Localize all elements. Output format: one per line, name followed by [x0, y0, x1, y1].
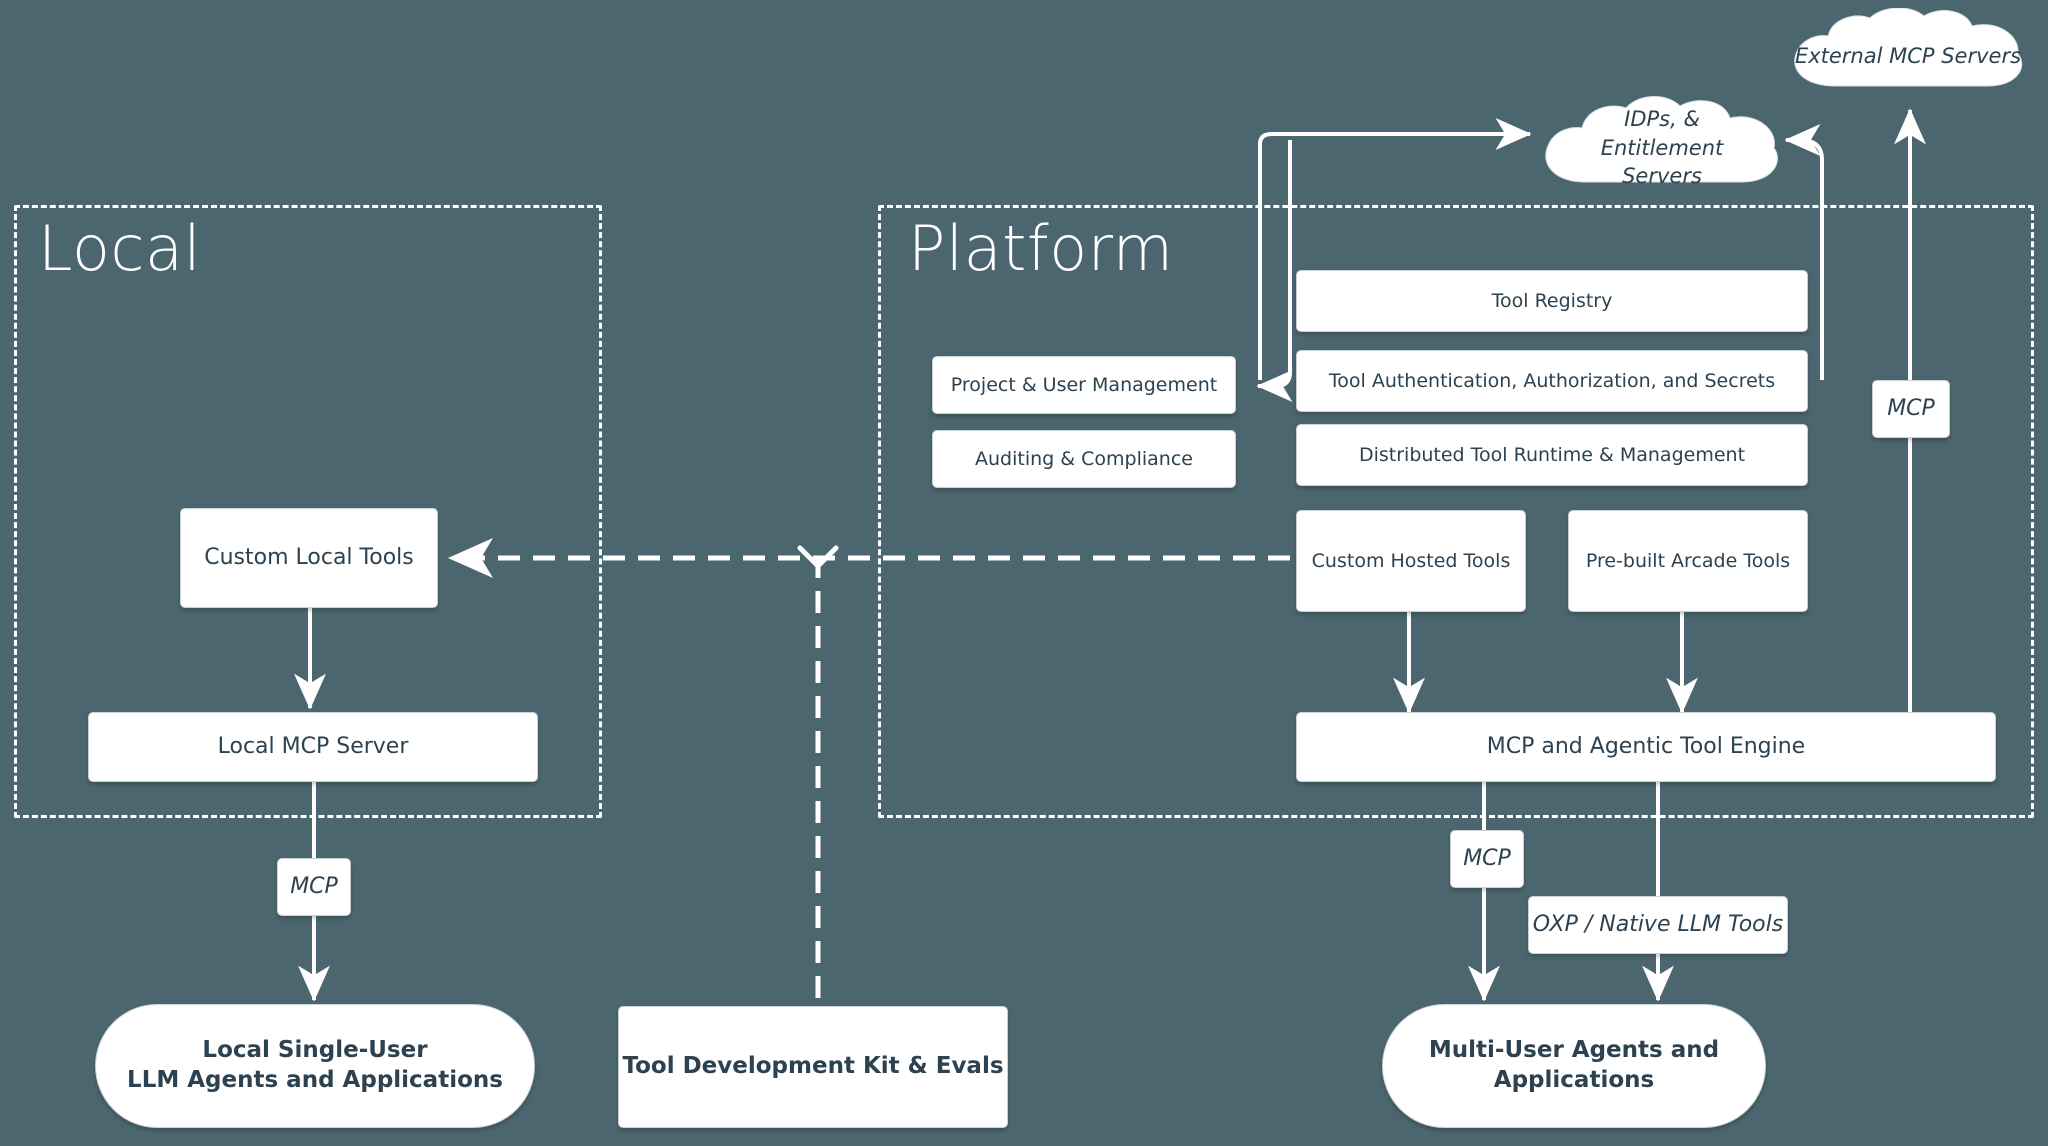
tag-mcp-local: MCP: [277, 858, 351, 916]
box-project-user-management[interactable]: Project & User Management: [932, 356, 1236, 414]
group-local: [14, 205, 602, 818]
box-tool-development-kit[interactable]: Tool Development Kit & Evals: [618, 1006, 1008, 1128]
box-multi-user-agents-line1: Multi-User Agents and: [1428, 1037, 1720, 1064]
tag-oxp-native-llm-tools: OXP / Native LLM Tools: [1528, 896, 1788, 954]
box-local-llm-agents-line1: Local Single-User: [202, 1037, 428, 1064]
group-local-title: Local: [38, 212, 202, 285]
cloud-idps-label: IDPs, & Entitlement Servers: [1600, 107, 1724, 189]
box-custom-hosted-tools[interactable]: Custom Hosted Tools: [1296, 510, 1526, 612]
tag-mcp-platform-right: MCP: [1872, 380, 1950, 438]
dashed-connector-vertical-tdk: [797, 545, 839, 1000]
box-local-llm-agents[interactable]: Local Single-User LLM Agents and Applica…: [95, 1004, 535, 1128]
box-local-llm-agents-line2: LLM Agents and Applications: [127, 1067, 503, 1093]
box-custom-local-tools[interactable]: Custom Local Tools: [180, 508, 438, 608]
box-tool-authentication-authorization-secrets[interactable]: Tool Authentication, Authorization, and …: [1296, 350, 1808, 412]
cloud-external-mcp-servers: External MCP Servers: [1774, 8, 2042, 104]
cloud-idps-entitlement-servers: IDPs, & Entitlement Servers: [1528, 96, 1796, 200]
box-distributed-tool-runtime-management[interactable]: Distributed Tool Runtime & Management: [1296, 424, 1808, 486]
box-local-mcp-server[interactable]: Local MCP Server: [88, 712, 538, 782]
box-prebuilt-arcade-tools[interactable]: Pre-built Arcade Tools: [1568, 510, 1808, 612]
box-auditing-compliance[interactable]: Auditing & Compliance: [932, 430, 1236, 488]
tag-mcp-platform-bottom: MCP: [1450, 830, 1524, 888]
cloud-external-mcp-label: External MCP Servers: [1794, 43, 2022, 68]
group-platform-title: Platform: [908, 212, 1174, 285]
box-mcp-agentic-tool-engine[interactable]: MCP and Agentic Tool Engine: [1296, 712, 1996, 782]
group-platform: [878, 205, 2034, 818]
box-multi-user-agents[interactable]: Multi-User Agents and Applications: [1382, 1004, 1766, 1128]
box-tool-registry[interactable]: Tool Registry: [1296, 270, 1808, 332]
cloud-shape: [1794, 8, 2023, 87]
cloud-shape: [1545, 96, 1778, 183]
box-multi-user-agents-line2: Applications: [1493, 1067, 1655, 1093]
